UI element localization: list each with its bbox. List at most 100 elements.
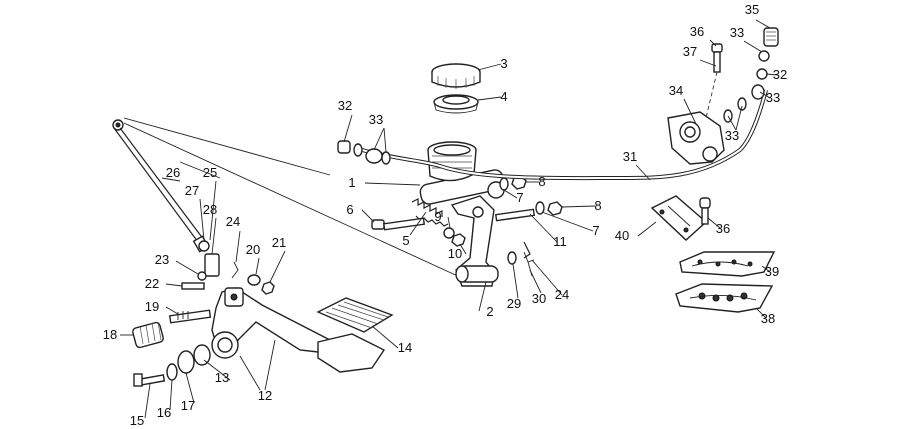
pedal-rubber-14 [316, 297, 394, 333]
brake-hose-31 [361, 89, 768, 181]
part-label-3: 3 [500, 56, 507, 71]
pivot-pin-19 [168, 309, 212, 324]
washer-9 [443, 227, 455, 239]
plate-39 [679, 251, 776, 277]
part-label-40: 40 [615, 228, 629, 243]
part-label-32a: 32 [338, 98, 352, 113]
part-label-2: 2 [486, 304, 493, 319]
pedal-foot-plate [317, 333, 386, 373]
part-label-33b: 33 [730, 25, 744, 40]
part-label-11: 11 [553, 234, 567, 249]
rod-25-wire [179, 161, 221, 179]
screw-36b [699, 197, 711, 225]
washer-7a [499, 177, 509, 191]
part-label-34: 34 [669, 83, 683, 98]
part-label-16: 16 [157, 405, 171, 420]
part-label-24b: 24 [555, 287, 569, 302]
part-label-25: 25 [203, 165, 217, 180]
part-label-8b: 8 [594, 198, 601, 213]
nut-27 [198, 240, 210, 252]
bolt-11 [494, 208, 536, 222]
banjo-33e [751, 84, 765, 100]
part-label-21: 21 [272, 235, 286, 250]
pin-22 [181, 282, 205, 290]
screw-37-leader [705, 71, 718, 119]
bracket-40 [650, 195, 708, 241]
pushrod-lever-2 [450, 195, 499, 287]
part-label-28: 28 [203, 202, 217, 217]
part-label-37: 37 [683, 44, 697, 59]
part-label-22: 22 [145, 276, 159, 291]
part-label-10: 10 [448, 246, 462, 261]
master-cylinder-1 [419, 141, 505, 205]
banjo-33b [365, 148, 383, 164]
part-label-14: 14 [398, 340, 412, 355]
banjo-bolt-32a [337, 140, 351, 154]
guide-line-top [123, 117, 331, 176]
cotter-pin-24b [523, 241, 531, 259]
part-label-30: 30 [532, 291, 546, 306]
clip-30 [523, 251, 535, 277]
washer-23 [197, 271, 207, 281]
part-label-33c: 33 [766, 90, 780, 105]
part-label-20: 20 [246, 242, 260, 257]
part-label-13: 13 [215, 370, 229, 385]
reservoir-diaphragm-4 [433, 94, 479, 114]
washer-33f [737, 97, 747, 111]
washer-33d [758, 50, 770, 62]
part-label-33d: 33 [725, 128, 739, 143]
bolt-15 [133, 373, 166, 387]
part-label-35: 35 [745, 2, 759, 17]
washer-32b [756, 68, 768, 80]
nut-21 [261, 281, 275, 295]
part-label-1: 1 [348, 175, 355, 190]
part-label-15: 15 [130, 413, 144, 428]
part-label-32b: 32 [773, 67, 787, 82]
part-label-23: 23 [155, 252, 169, 267]
leader-lines [120, 19, 779, 419]
part-label-26: 26 [166, 165, 180, 180]
part-label-5: 5 [402, 233, 409, 248]
part-label-4: 4 [500, 89, 507, 104]
part-label-27: 27 [185, 183, 199, 198]
bleed-screw-35 [763, 27, 779, 47]
part-label-29: 29 [507, 296, 521, 311]
cotter-pin-24a [231, 261, 239, 279]
washer-33c [381, 151, 391, 165]
part-label-18: 18 [103, 327, 117, 342]
brake-pedal-lever-12 [211, 287, 345, 359]
part-label-24a: 24 [226, 214, 240, 229]
part-label-31: 31 [623, 149, 637, 164]
washer-17 [177, 350, 195, 374]
part-label-19: 19 [145, 299, 159, 314]
bolt-6 [371, 217, 426, 231]
screw-36a [711, 43, 723, 73]
part-label-38: 38 [761, 311, 775, 326]
part-label-9: 9 [434, 209, 441, 224]
part-label-17: 17 [181, 398, 195, 413]
part-label-36a: 36 [690, 24, 704, 39]
washer-7b [535, 201, 545, 215]
part-label-39: 39 [765, 264, 779, 279]
part-label-6: 6 [346, 202, 353, 217]
clevis-28 [204, 253, 220, 277]
knurled-knob-18 [132, 321, 164, 349]
nut-20 [247, 274, 261, 286]
part-label-12: 12 [258, 388, 272, 403]
part-label-33a: 33 [369, 112, 383, 127]
part-label-7a: 7 [516, 190, 523, 205]
washer-16 [166, 363, 178, 381]
caliper-fitting-34 [667, 111, 725, 165]
guide-line-rod [123, 122, 463, 279]
part-label-8a: 8 [538, 174, 545, 189]
part-label-36b: 36 [716, 221, 730, 236]
nut-10 [451, 233, 466, 247]
plate-38 [675, 283, 774, 313]
part-label-7b: 7 [592, 223, 599, 238]
washer-29 [507, 251, 517, 265]
nut-8b [547, 201, 563, 216]
washer-33a [353, 143, 363, 157]
bushing-13 [193, 344, 211, 366]
